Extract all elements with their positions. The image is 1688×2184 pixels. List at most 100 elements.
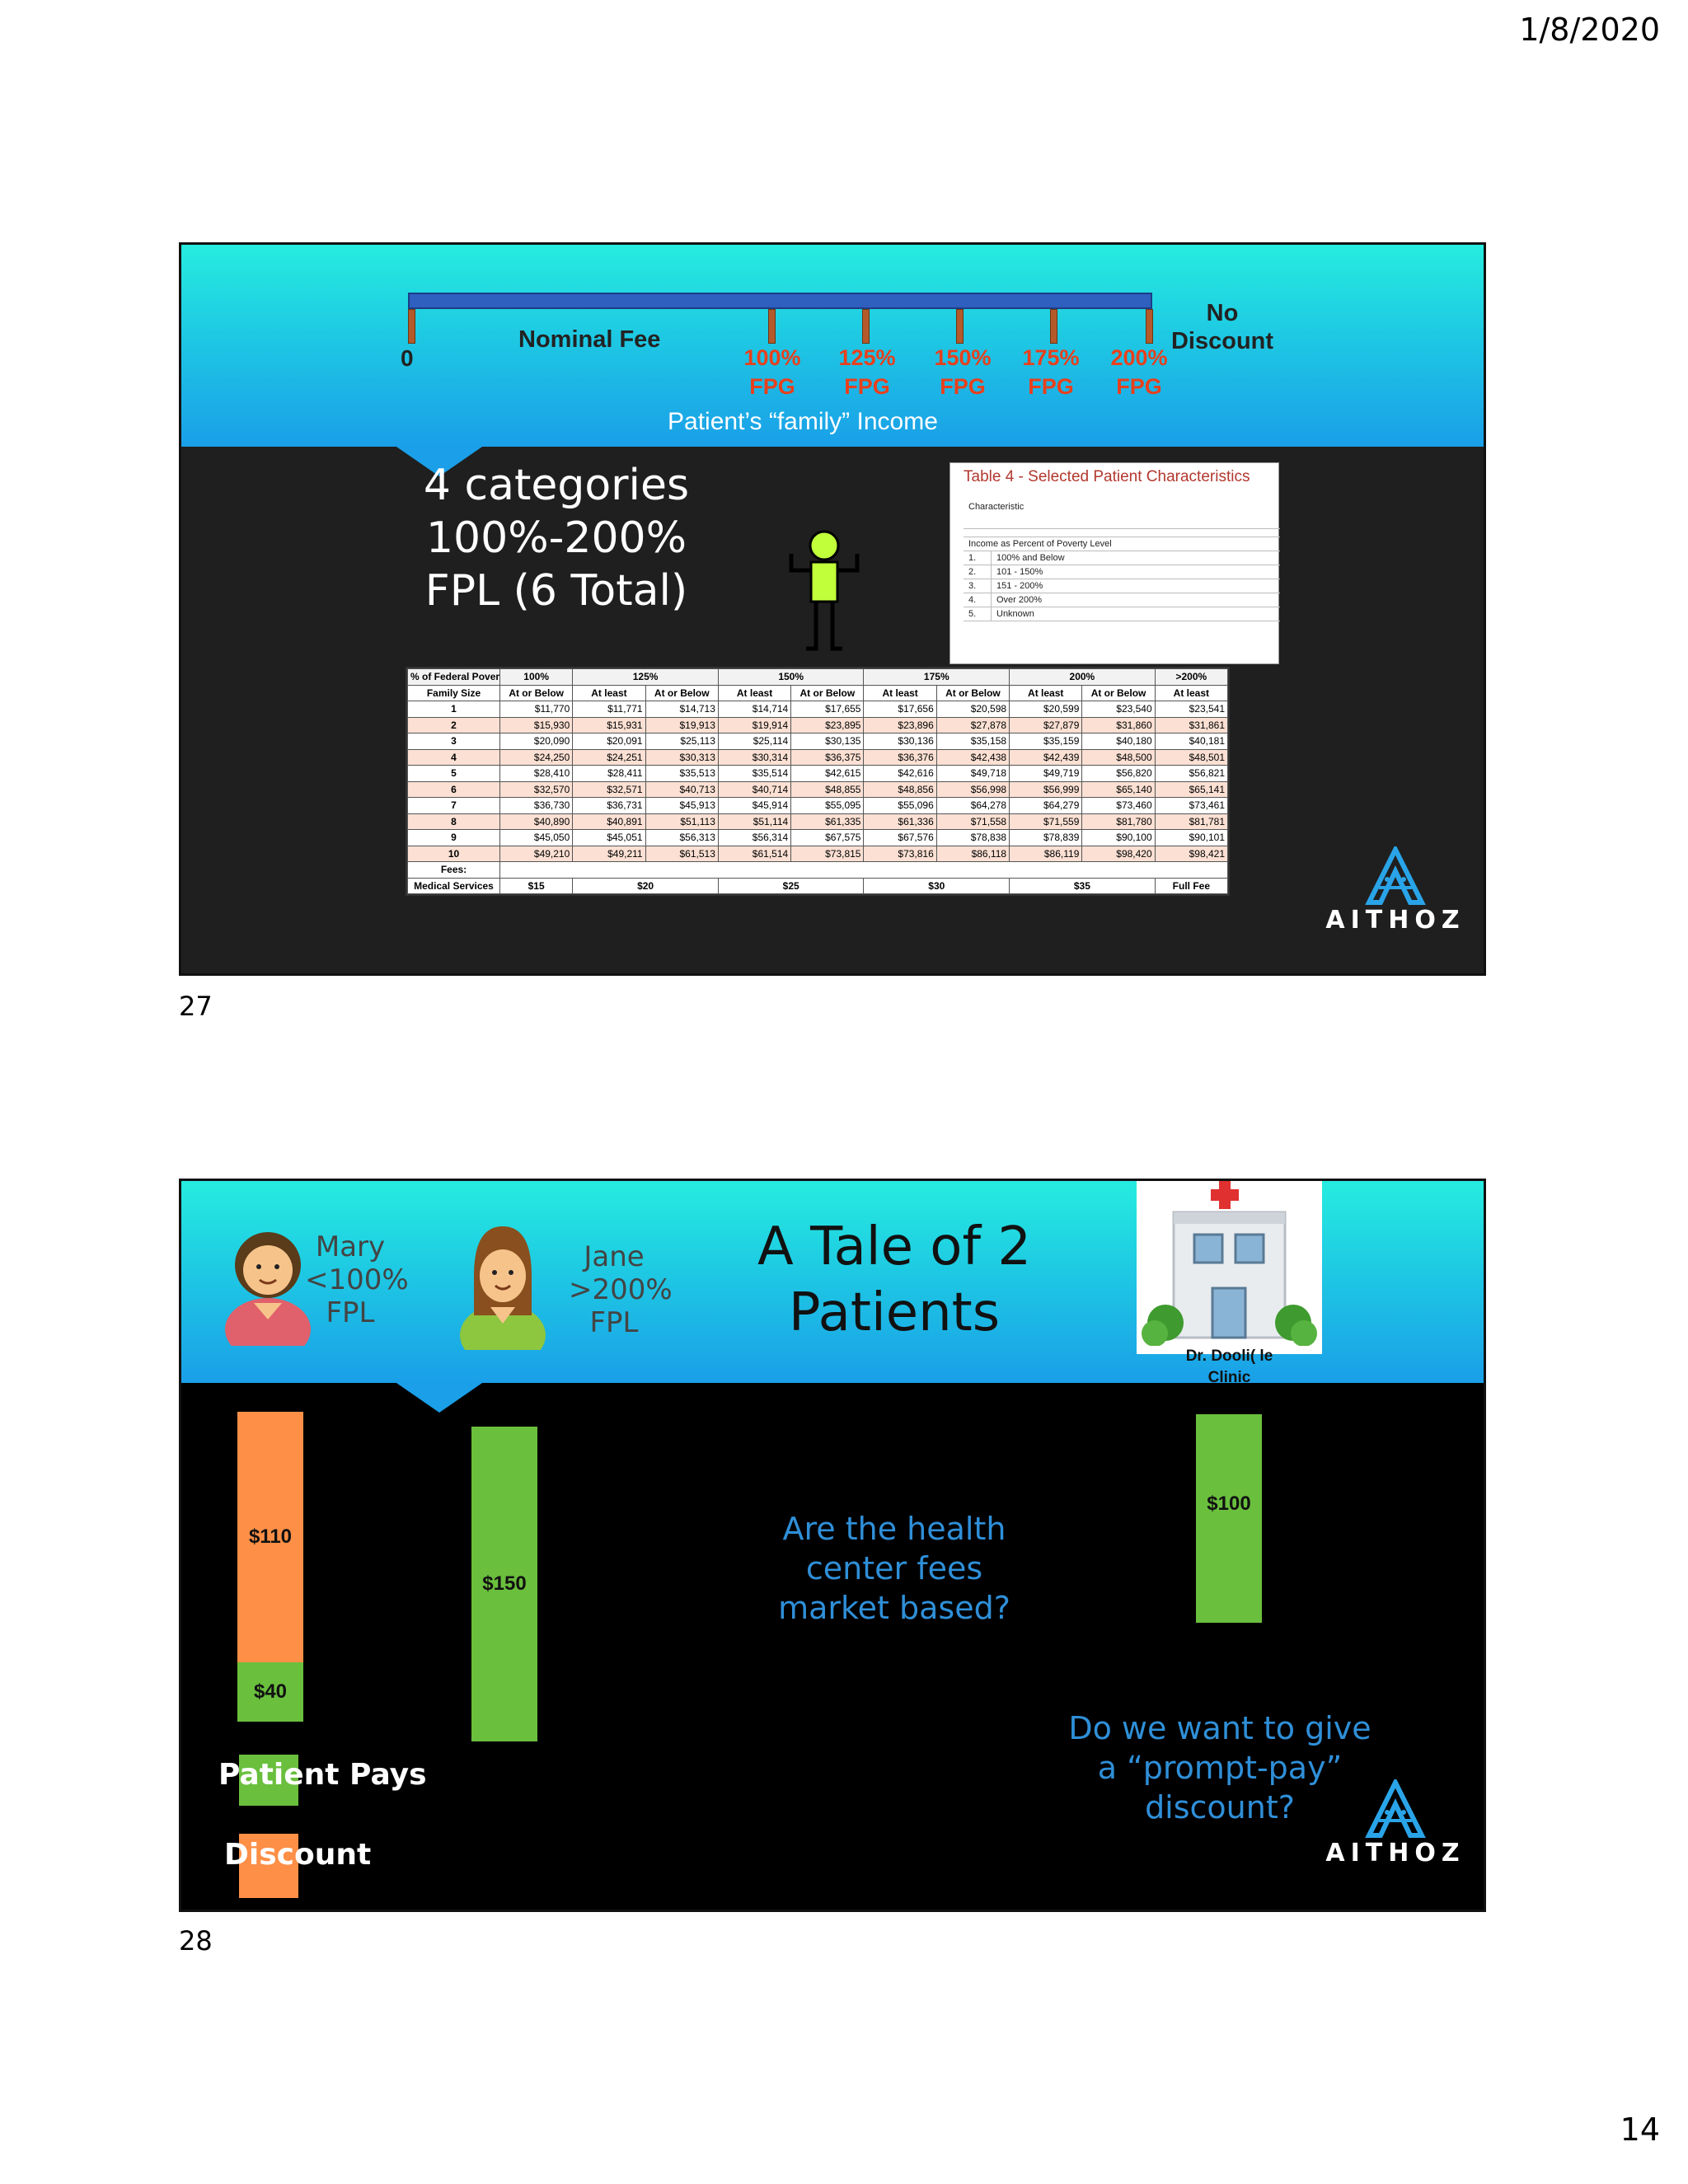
fpl-income-cell: $61,335 xyxy=(790,813,865,830)
fpl-income-cell: $42,439 xyxy=(1009,748,1083,766)
fpl-income-cell: $17,656 xyxy=(863,701,937,718)
aithoz-logo: AITHOZ xyxy=(1325,1779,1465,1868)
clinic-image xyxy=(1137,1181,1322,1354)
fpl-sliding-fee-table: % of Federal Povery Level: 100% 125% 150… xyxy=(406,667,1230,896)
fpl-income-cell: $65,140 xyxy=(1081,780,1156,798)
fpg-pct: 100% xyxy=(743,345,801,370)
market-question-line1: Are the health xyxy=(782,1511,1006,1547)
scale-tick-175 xyxy=(1050,309,1057,344)
fpl-income-cell: $14,714 xyxy=(717,701,792,718)
fpl-income-cell: $45,914 xyxy=(717,797,792,814)
categories-line3: FPL (6 Total) xyxy=(424,566,688,616)
prompt-pay-question: Do we want to give a “prompt-pay” discou… xyxy=(1055,1708,1385,1827)
fpl-income-cell: $40,181 xyxy=(1154,733,1229,750)
fpl-income-cell: $11,771 xyxy=(572,701,646,718)
fpl-sub-header: At least xyxy=(572,684,646,701)
fpl-income-cell: $45,050 xyxy=(499,829,574,846)
fpl-income-cell: $40,714 xyxy=(717,780,792,798)
title-line1: A Tale of 2 xyxy=(757,1216,1032,1277)
clinic-line2: Clinic xyxy=(1207,1369,1251,1386)
fpl-income-cell: $31,860 xyxy=(1081,716,1156,733)
fpg-pct: 125% xyxy=(838,345,896,370)
fpl-income-cell: $40,713 xyxy=(645,780,719,798)
fpl-income-cell: $19,914 xyxy=(717,716,792,733)
table-4-title: Table 4 - Selected Patient Characteristi… xyxy=(964,468,1250,485)
family-size-label: Family Size xyxy=(407,684,500,701)
fpl-income-cell: $48,856 xyxy=(863,780,937,798)
row-number: 5. xyxy=(968,607,992,621)
clinic-line1: Dr. Dooli( le xyxy=(1185,1347,1273,1365)
row-label: Unknown xyxy=(996,609,1034,619)
clinic-fee-value: $100 xyxy=(1207,1493,1251,1515)
fpl-income-cell: $73,815 xyxy=(790,845,865,862)
fpl-income-cell: $78,838 xyxy=(935,829,1010,846)
fpl-sub-header: At or Below xyxy=(790,684,865,701)
table-4-row: 2.101 - 150% xyxy=(964,565,1280,579)
fees-label: Fees: xyxy=(407,861,500,879)
medical-fee-cell: $25 xyxy=(717,877,865,894)
fpl-income-cell: $31,861 xyxy=(1154,716,1229,733)
fpl-income-cell: $27,878 xyxy=(935,716,1010,733)
fpl-income-cell: $51,114 xyxy=(717,813,792,830)
fpl-income-cell: $23,540 xyxy=(1081,701,1156,718)
fpg-unit: FPG xyxy=(1028,374,1074,399)
table-4-characteristic-header: Characteristic xyxy=(964,498,1280,529)
table-4-gap xyxy=(964,529,1280,537)
fpl-income-cell: $81,781 xyxy=(1154,813,1229,830)
stick-figure-icon xyxy=(789,530,860,651)
fpl-income-cell: $67,576 xyxy=(863,829,937,846)
fpl-table-row: 5$28,410$28,411$35,513$35,514$42,615$42,… xyxy=(407,765,1229,782)
market-question: Are the health center fees market based? xyxy=(750,1509,1039,1628)
fpl-income-cell: $65,141 xyxy=(1154,780,1229,798)
fpl-income-cell: $55,095 xyxy=(790,797,865,814)
categories-line2: 100%-200% xyxy=(425,513,687,563)
market-question-line2: center fees xyxy=(805,1550,983,1586)
scale-tick-150 xyxy=(956,309,964,344)
fpl-income-cell: $98,421 xyxy=(1154,845,1229,862)
fpg-unit: FPG xyxy=(844,374,890,399)
fpl-income-cell: $49,719 xyxy=(1009,765,1083,782)
fpl-income-cell: $28,411 xyxy=(572,765,646,782)
band-pointer xyxy=(394,445,485,476)
fpg-pct: 175% xyxy=(1022,345,1080,370)
family-size-cell: 1 xyxy=(407,701,500,718)
family-size-cell: 9 xyxy=(407,829,500,846)
fpl-income-cell: $42,615 xyxy=(790,765,865,782)
jane-pays-bar: $150 xyxy=(471,1427,537,1741)
no-discount-line2: Discount xyxy=(1170,328,1274,354)
fpl-income-cell: $86,118 xyxy=(935,845,1010,862)
legend-patient-pays-swatch xyxy=(239,1755,298,1806)
fpl-table-row: 6$32,570$32,571$40,713$40,714$48,855$48,… xyxy=(407,780,1229,798)
page-number: 14 xyxy=(1620,2111,1660,2148)
band-pointer xyxy=(394,1381,485,1413)
fpl-income-cell: $32,570 xyxy=(499,780,574,798)
fpl-income-cell: $56,820 xyxy=(1081,765,1156,782)
fpl-sub-header: At least xyxy=(863,684,937,701)
legend-patient-pays-label: Patient Pays xyxy=(218,1758,427,1792)
mary-pays-value: $40 xyxy=(253,1680,288,1703)
fpg-unit: FPG xyxy=(749,374,795,399)
aithoz-logo-icon xyxy=(1365,846,1426,905)
prompt-pay-line1: Do we want to give xyxy=(1068,1710,1372,1746)
fpl-income-cell: $61,336 xyxy=(863,813,937,830)
medical-fee-cell: $20 xyxy=(572,877,719,894)
fpl-level-label: % of Federal Povery Level: xyxy=(407,668,500,686)
fpg-unit: FPG xyxy=(940,374,986,399)
fpl-income-cell: $20,091 xyxy=(572,733,646,750)
family-size-cell: 4 xyxy=(407,748,500,766)
income-scale-bar xyxy=(408,293,1152,309)
fpg-label-150: 150% FPG xyxy=(921,344,1004,401)
fpl-income-cell: $73,461 xyxy=(1154,797,1229,814)
family-size-cell: 2 xyxy=(407,716,500,733)
fpl-income-cell: $24,250 xyxy=(499,748,574,766)
fpl-income-cell: $23,541 xyxy=(1154,701,1229,718)
fpl-income-cell: $20,598 xyxy=(935,701,1010,718)
mary-avatar-icon xyxy=(225,1232,311,1346)
fpl-income-cell: $19,913 xyxy=(645,716,719,733)
medical-services-label: Medical Services xyxy=(407,877,500,894)
row-label: Over 200% xyxy=(996,595,1043,605)
row-label: 151 - 200% xyxy=(996,581,1043,591)
nominal-fee-label: Nominal Fee xyxy=(518,326,661,353)
fpl-level-header: >200% xyxy=(1154,668,1229,686)
fpl-income-cell: $24,251 xyxy=(572,748,646,766)
